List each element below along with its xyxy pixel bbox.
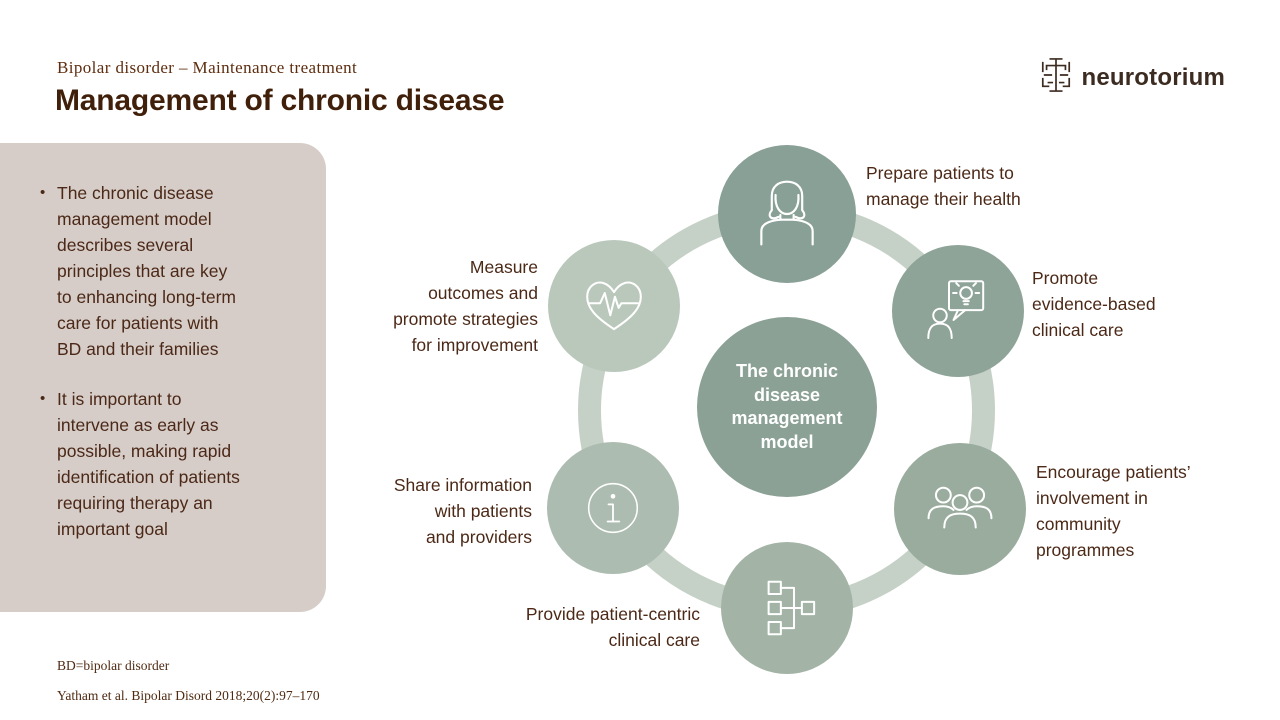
node-measure-outcomes: [548, 240, 680, 372]
bullet-marker: •: [40, 390, 46, 407]
node-evidence-based-care: [892, 245, 1024, 377]
node-label-community-programmes: Encourage patients’ involvement in commu…: [1036, 462, 1191, 560]
info-icon: [577, 472, 649, 544]
center-circle: The chronic disease management model: [697, 317, 877, 497]
node-label-measure-outcomes: Measure outcomes and promote strategies …: [393, 257, 538, 355]
node-patient-centric-care: [721, 542, 853, 674]
logo-text: neurotorium: [1081, 63, 1225, 91]
node-share-information: [547, 442, 679, 574]
node-label-evidence-based-care: Promote evidence-based clinical care: [1032, 268, 1156, 340]
bullet-text: It is important to intervene as early as…: [57, 389, 240, 539]
heart-pulse-icon: [577, 269, 651, 343]
bullet-item: • It is important to intervene as early …: [40, 386, 298, 542]
idea-speech-icon: [922, 275, 994, 347]
bullet-item: • The chronic disease management model d…: [40, 180, 298, 362]
flowchart-icon: [752, 573, 822, 643]
neurotorium-logo: neurotorium: [1039, 56, 1225, 99]
footer-reference: Yatham et al. Bipolar Disord 2018;20(2):…: [57, 688, 320, 703]
key-points-panel: • The chronic disease management model d…: [0, 143, 326, 612]
bullet-marker: •: [40, 184, 46, 201]
node-label-share-information: Share information with patients and prov…: [393, 475, 532, 547]
node-label-patient-centric-care: Provide patient-centric clinical care: [525, 604, 700, 650]
footer-abbreviation: BD=bipolar disorder: [57, 658, 170, 673]
node-label-prepare-patients: Prepare patients to manage their health: [866, 163, 1021, 209]
bullet-text: The chronic disease management model des…: [57, 183, 236, 359]
people-group-icon: [923, 472, 997, 546]
woman-icon: [749, 176, 825, 252]
page-title: Management of chronic disease: [55, 84, 505, 117]
brain-logo-icon: [1039, 56, 1073, 99]
center-label: The chronic disease management model: [731, 361, 843, 452]
slide-eyebrow: Bipolar disorder – Maintenance treatment: [57, 58, 358, 77]
node-community-programmes: [894, 443, 1026, 575]
node-prepare-patients: [718, 145, 856, 283]
